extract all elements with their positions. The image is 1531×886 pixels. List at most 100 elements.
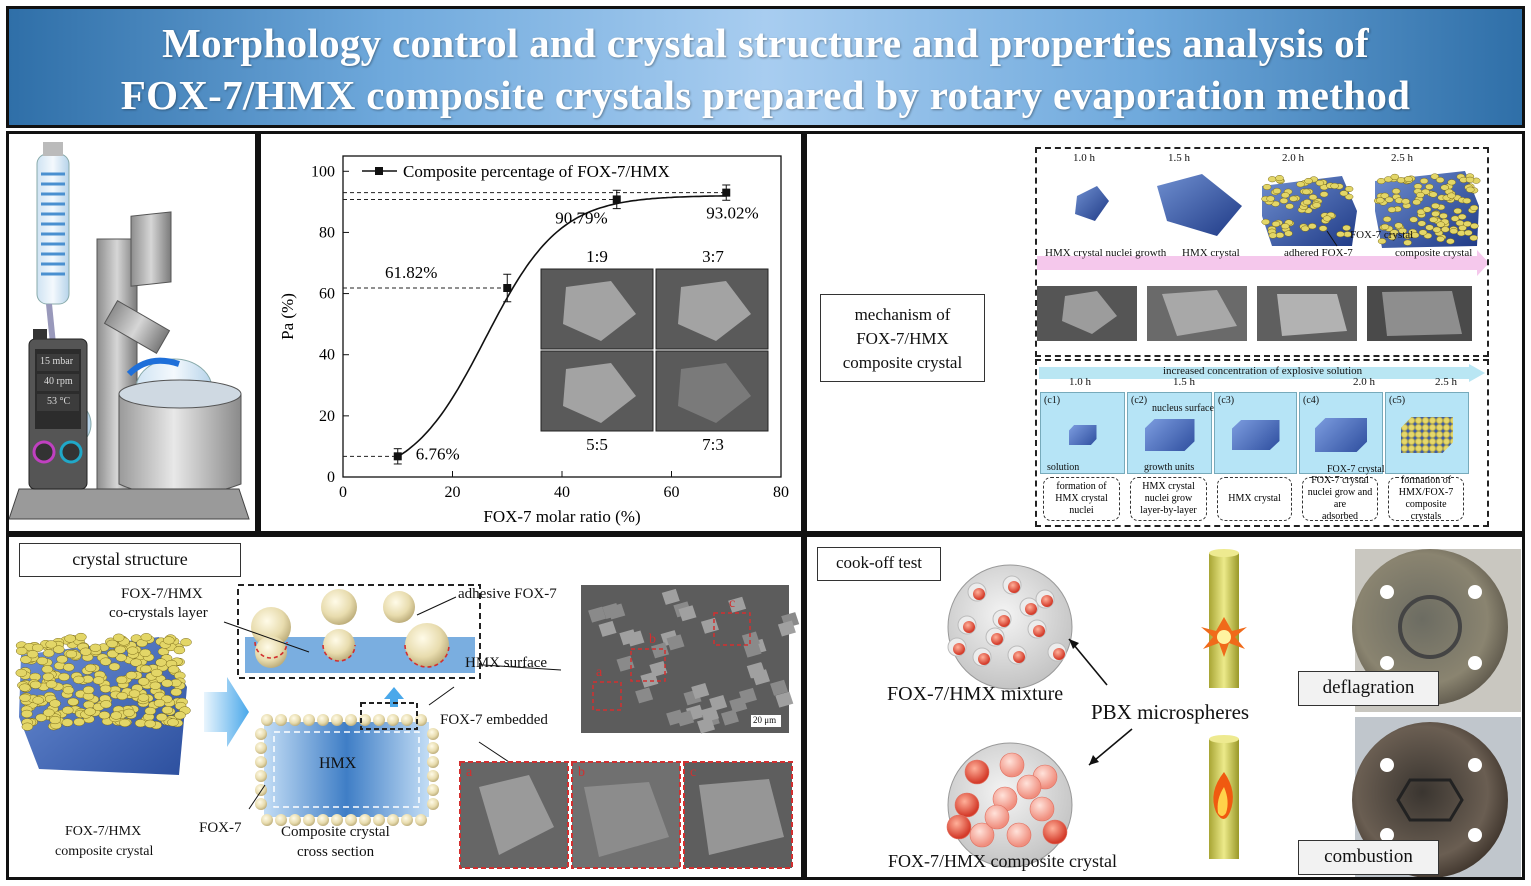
scale-bar-label: 20 μm (753, 715, 777, 725)
rotary-evaporator-illustration (9, 142, 250, 520)
deflagration-label: deflagration (1298, 671, 1439, 706)
structure-panel: crystal structure (6, 534, 804, 880)
pressure-readout: 15 mbar (40, 356, 74, 367)
data-label: 90.79% (555, 208, 607, 227)
combustion-label: combustion (1298, 840, 1439, 875)
composite-crystal-line-2: composite crystal (55, 844, 154, 859)
cookoff-header: cook-off test (817, 547, 941, 581)
composite-label: FOX-7/HMX composite crystal (888, 851, 1117, 871)
cell-id: (c2) (1131, 395, 1148, 406)
mechanism-cell: (c5) (1385, 392, 1469, 474)
inset-label: 7:3 (702, 435, 724, 454)
time-2-5h: 2.5 h (1391, 152, 1413, 164)
crystal-shape (1068, 425, 1097, 445)
y-axis-label: Pa (%) (278, 293, 297, 340)
bottom-time-2h: 2.0 h (1353, 376, 1375, 388)
caption-line: nuclei (1069, 505, 1094, 516)
y-tick-label: 60 (319, 286, 335, 303)
fox7-crystal-label-top: FOX-7 crystal (1350, 229, 1414, 241)
evaporator-panel: 15 mbar 40 rpm 53 °C (6, 131, 258, 534)
zoom-mark-b: b (578, 765, 585, 780)
pbx-label: PBX microspheres (1091, 700, 1250, 724)
zoom-mark-c: c (690, 765, 697, 780)
data-label: 6.76% (416, 444, 460, 463)
title-line-1: Morphology control and crystal structure… (162, 20, 1369, 66)
cookoff-panel: cook-off test (804, 534, 1525, 880)
adhesive-fox7-label: adhesive FOX-7 (458, 586, 557, 602)
mechanism-caption: HMX crystal (1217, 477, 1292, 521)
mechanism-label-line-3: composite crystal (842, 353, 963, 372)
mechanism-top-box (1035, 147, 1489, 357)
mixture-label: FOX-7/HMX mixture (887, 683, 1064, 705)
fox7-label: FOX-7 (199, 820, 242, 836)
caption-line: nuclei grow (1144, 493, 1193, 504)
fox7-embedded-label: FOX-7 embedded (440, 712, 548, 728)
x-tick-label: 0 (339, 484, 347, 501)
data-label: 61.82% (385, 263, 437, 282)
caption-line: formation of (1400, 475, 1452, 486)
cell-id: (c5) (1389, 395, 1406, 406)
inset-sem-image (540, 350, 654, 432)
cell-note: growth units (1144, 462, 1195, 473)
bottom-time-2-5h: 2.5 h (1435, 376, 1457, 388)
title-line-2: FOX-7/HMX composite crystals prepared by… (120, 72, 1411, 118)
caption-line: composite crystals (1405, 499, 1447, 522)
hmx-surface-label: HMX surface (465, 655, 548, 671)
inset-label: 1:9 (586, 247, 608, 266)
data-point (612, 195, 621, 204)
concentration-arrow (1039, 364, 1485, 382)
caption-line: formation of (1056, 481, 1107, 492)
mechanism-cell: (c1) (1040, 392, 1125, 474)
data-point (503, 284, 512, 293)
crystal-growth-illustration (1037, 171, 1487, 341)
mechanism-label-line-2: FOX-7/HMX (856, 329, 949, 348)
structure-header: crystal structure (19, 543, 241, 577)
y-tick-label: 80 (319, 224, 335, 241)
legend-marker (375, 167, 383, 175)
cookoff-illustration (946, 549, 1521, 877)
cell-id: (c1) (1044, 395, 1061, 406)
zoom-mark-a: a (466, 765, 473, 780)
mechanism-label-box: mechanism of FOX-7/HMX composite crystal (820, 294, 985, 382)
time-2h: 2.0 h (1282, 152, 1304, 164)
mechanism-cell: (c3) (1214, 392, 1297, 474)
cell-note: nucleus surface (1152, 403, 1214, 414)
inset-sem-image (540, 268, 654, 350)
mechanism-bottom-box (1035, 359, 1489, 527)
caption-line: HMX crystal (1055, 493, 1108, 504)
time-1h: 1.0 h (1073, 152, 1095, 164)
y-tick-label: 0 (327, 469, 335, 486)
hmx-core-label: HMX (319, 755, 357, 772)
inset-sem-image (655, 350, 769, 432)
temperature-readout: 53 °C (47, 396, 71, 407)
x-tick-label: 40 (554, 484, 570, 501)
mechanism-label-line-1: mechanism of (854, 305, 951, 324)
caption-line: FOX-7 crystal (1311, 475, 1369, 486)
crystal-shape (1231, 420, 1280, 450)
x-tick-label: 60 (664, 484, 680, 501)
caption-line: adsorbed (1321, 511, 1359, 522)
inset-label: 3:7 (702, 247, 724, 266)
y-tick-label: 100 (311, 163, 335, 180)
concentration-label: increased concentration of explosive sol… (1163, 365, 1363, 377)
y-tick-label: 40 (319, 347, 335, 364)
composite-crystal-line-1: FOX-7/HMX (65, 824, 142, 839)
cell-note: FOX-7 crystal (1327, 464, 1385, 475)
cell-id: (c3) (1218, 395, 1235, 406)
x-tick-label: 80 (773, 484, 789, 501)
crystal-shape (1144, 419, 1195, 451)
mechanism-cell: (c2) (1127, 392, 1212, 474)
speed-readout: 40 rpm (44, 376, 73, 387)
cocrystal-layer-line-1: FOX-7/HMX (121, 586, 203, 602)
stage-adhered: adhered FOX-7 (1284, 247, 1353, 259)
data-label: 93.02% (706, 204, 758, 223)
time-1-5h: 1.5 h (1168, 152, 1190, 164)
caption-line: HMX crystal (1142, 481, 1195, 492)
cross-section-line-1: Composite crystal (281, 824, 390, 840)
mechanism-panel: mechanism of FOX-7/HMX composite crystal… (804, 131, 1525, 534)
caption-line: HMX crystal (1228, 493, 1281, 504)
